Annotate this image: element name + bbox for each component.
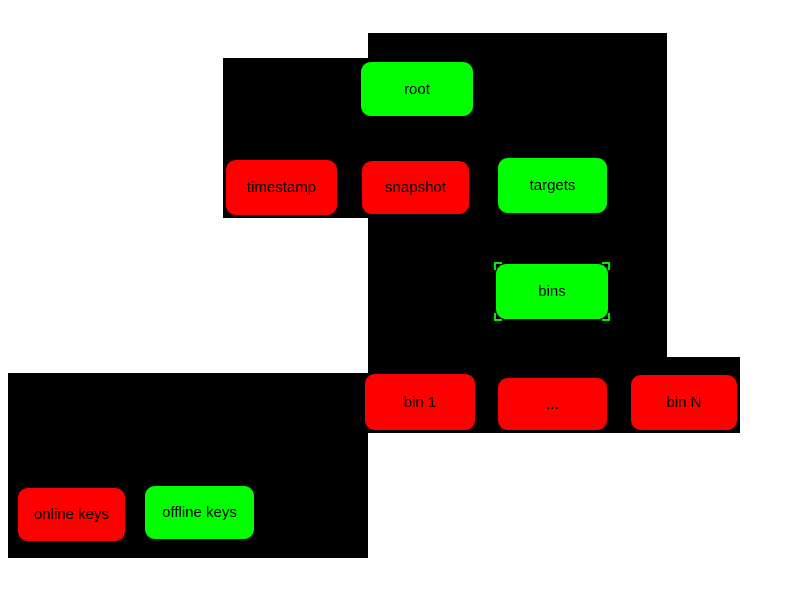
legend-online-keys-label: online keys (33, 506, 110, 523)
legend-online-keys[interactable]: online keys (18, 488, 125, 541)
selection-handle-top-left[interactable] (494, 262, 502, 270)
node-timestamp[interactable]: timestamp (226, 160, 337, 215)
selection-handle-top-right[interactable] (602, 262, 610, 270)
node-bins-label: bins (538, 283, 566, 300)
legend-offline-keys-label: offline keys (162, 504, 237, 521)
node-timestamp-label: timestamp (246, 179, 317, 196)
selection-handle-bottom-right[interactable] (602, 313, 610, 321)
node-snapshot[interactable]: snapshot (362, 161, 469, 214)
selection-handle-bottom-left[interactable] (494, 313, 502, 321)
node-bin-1-label: bin 1 (403, 393, 437, 411)
node-root[interactable]: root (361, 62, 473, 116)
node-root-label: root (404, 80, 430, 98)
legend-offline-keys[interactable]: offline keys (145, 486, 254, 539)
node-bin-n-label: bin N (666, 394, 702, 411)
node-bins[interactable]: bins (494, 262, 610, 321)
node-bin-ellipsis[interactable]: ... (498, 378, 607, 430)
node-snapshot-label: snapshot (385, 179, 446, 196)
node-targets-label: targets (529, 177, 576, 194)
node-bin-n[interactable]: bin N (631, 375, 737, 430)
node-targets[interactable]: targets (498, 158, 607, 213)
node-bin-ellipsis-label: ... (546, 395, 559, 413)
node-bin-1[interactable]: bin 1 (365, 374, 475, 430)
